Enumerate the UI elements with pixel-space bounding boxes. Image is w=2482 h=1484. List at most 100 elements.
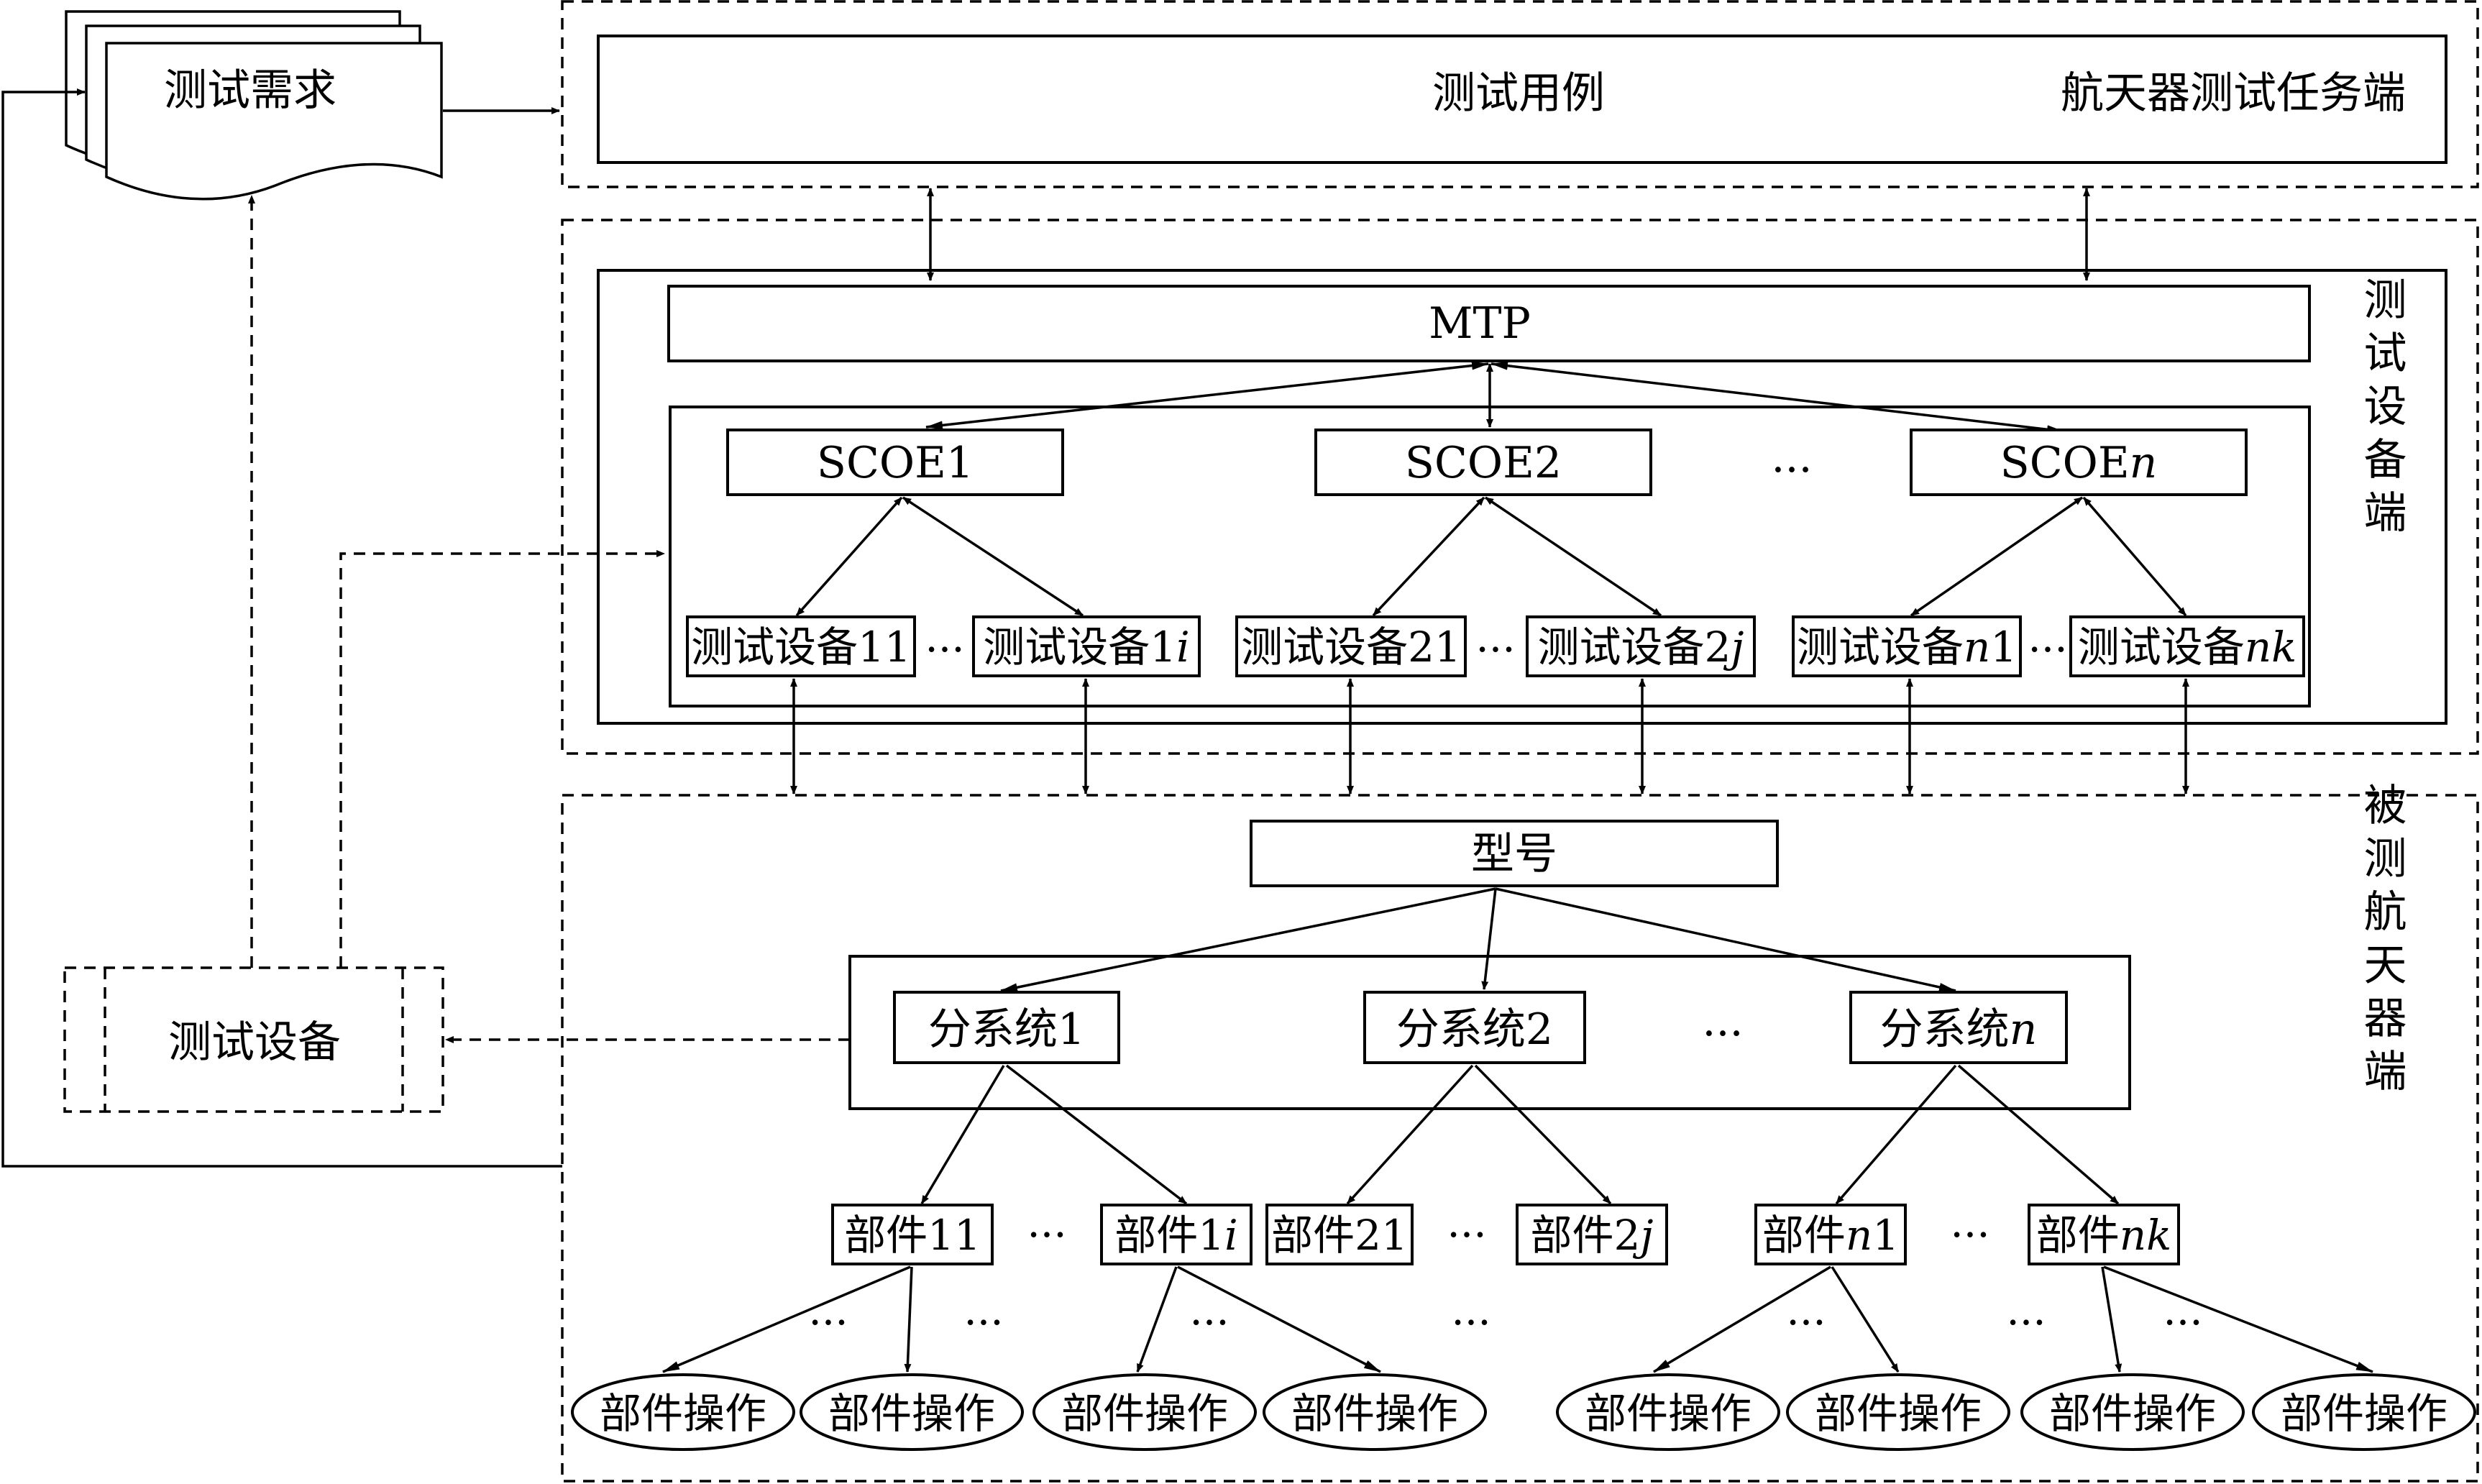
scoe1-device11-arrow <box>795 496 903 617</box>
subsystem-2: 分系统2 <box>1363 991 1586 1064</box>
model-subsys1-arrow <box>1000 887 1496 992</box>
svg-text:测试设备n1: 测试设备n1 <box>1797 623 2017 672</box>
svg-text:部件操作: 部件操作 <box>1815 1389 1982 1438</box>
device-2j: 测试设备2j <box>1526 615 1756 677</box>
subsystem-ellipsis: ... <box>1702 996 1743 1046</box>
op-ellipsis-4: ... <box>1451 1286 1490 1334</box>
svg-text:测试设备11: 测试设备11 <box>691 623 911 672</box>
comp1i-op4-arrow <box>1177 1265 1381 1373</box>
svg-text:分系统2: 分系统2 <box>1396 1004 1553 1055</box>
equipment-zone-frame <box>561 219 2479 755</box>
compnk-op7-arrow <box>2101 1266 2122 1373</box>
operation-8: 部件操作 <box>2252 1373 2476 1451</box>
model-label: 型号 <box>1471 829 1557 879</box>
svg-text:测试设备nk: 测试设备nk <box>2078 623 2297 672</box>
test-equipment-label: 测试设备 <box>168 1017 341 1068</box>
scoen-devicenk-arrow <box>2082 496 2187 617</box>
scoen-devicen1-arrow <box>1910 496 2083 617</box>
device-21: 测试设备21 <box>1235 615 1467 677</box>
svg-text:部件操作: 部件操作 <box>600 1389 766 1438</box>
svg-text:部件nk: 部件nk <box>2036 1211 2172 1260</box>
device-ellipsis-3: ... <box>2028 613 2067 661</box>
operation-4: 部件操作 <box>1263 1373 1487 1451</box>
spacecraft-zone-frame <box>561 794 2479 1483</box>
mtp-label: MTP <box>1429 298 1531 349</box>
op-ellipsis-2: ... <box>963 1286 1003 1334</box>
device-ellipsis-1: ... <box>925 613 964 661</box>
svg-text:测试设备21: 测试设备21 <box>1241 623 1461 672</box>
test-equipment-box: 测试设备 <box>63 966 444 1113</box>
scoe2-device21-arrow <box>1372 496 1485 617</box>
svg-text:部件1i: 部件1i <box>1114 1211 1237 1260</box>
test-requirements-label: 测试需求 <box>164 65 336 116</box>
svg-text:分系统n: 分系统n <box>1880 1004 2038 1055</box>
task-zone-frame <box>561 0 2479 188</box>
test-requirements-document: 测试需求 <box>65 10 443 201</box>
svg-text:部件操作: 部件操作 <box>1061 1389 1228 1438</box>
scoe2-label: SCOE2 <box>1405 438 1562 488</box>
device-n1: 测试设备n1 <box>1792 615 2022 677</box>
model-subsysn-arrow <box>1495 887 1956 992</box>
svg-text:测试设备2j: 测试设备2j <box>1538 623 1744 672</box>
mtp-scoen-arrow <box>1490 361 2064 434</box>
svg-text:部件11: 部件11 <box>844 1211 981 1260</box>
op-ellipsis-5: ... <box>1786 1286 1826 1334</box>
svg-text:部件21: 部件21 <box>1271 1211 1408 1260</box>
mtp-box <box>667 285 2311 362</box>
component-11: 部件11 <box>831 1204 994 1265</box>
sub2-comp21-arrow <box>1346 1064 1474 1205</box>
task-zone-label: 航天器测试任务端 <box>2061 68 2406 119</box>
svg-text:部件2j: 部件2j <box>1531 1211 1654 1260</box>
test-cases-label: 测试用例 <box>1432 68 1605 119</box>
component-ellipsis-3: ... <box>1950 1198 1989 1247</box>
operation-3: 部件操作 <box>1032 1373 1257 1451</box>
scoen-label: SCOEn <box>2000 438 2158 488</box>
scoe1-label: SCOE1 <box>817 438 974 488</box>
component-21: 部件21 <box>1265 1204 1414 1265</box>
svg-text:部件n1: 部件n1 <box>1762 1211 1899 1260</box>
op-ellipsis-7: ... <box>2163 1286 2202 1334</box>
component-ellipsis-2: ... <box>1447 1198 1486 1247</box>
compnk-op8-arrow <box>2103 1265 2373 1373</box>
operation-5: 部件操作 <box>1556 1373 1780 1451</box>
operation-7: 部件操作 <box>2020 1373 2245 1451</box>
device-1i: 测试设备1i <box>972 615 1201 677</box>
scoe2-box <box>1314 429 1652 496</box>
svg-text:部件操作: 部件操作 <box>2049 1389 2216 1438</box>
operation-1: 部件操作 <box>571 1373 795 1451</box>
test-cases-box <box>597 35 2447 164</box>
svg-text:测试设备1i: 测试设备1i <box>983 623 1189 672</box>
svg-text:分系统1: 分系统1 <box>928 1004 1085 1055</box>
equipment-to-devices-arrow <box>339 550 665 968</box>
comp11-op1-arrow <box>662 1265 911 1373</box>
device-11: 测试设备11 <box>686 615 916 677</box>
sub1-comp1i-arrow <box>1005 1064 1188 1205</box>
sub1-comp11-arrow <box>920 1065 1005 1204</box>
subn-compnk-arrow <box>1957 1064 2120 1205</box>
component-n1: 部件n1 <box>1754 1204 1907 1265</box>
subsystem-group-box <box>848 955 2131 1110</box>
comp1i-op3-arrow <box>1136 1266 1178 1373</box>
component-nk: 部件nk <box>2028 1204 2180 1265</box>
sub2-comp2j-arrow <box>1474 1064 1612 1205</box>
scoe2-device2j-arrow <box>1485 496 1662 617</box>
scoe1-device1i-arrow <box>902 496 1084 617</box>
svg-text:部件操作: 部件操作 <box>1585 1389 1751 1438</box>
model-box <box>1250 820 1779 887</box>
spacecraft-zone-label: 被测航天器端 <box>2356 782 2407 1101</box>
equipment-outer-box <box>597 269 2447 725</box>
model-subsys2-arrow <box>1481 888 1497 990</box>
mtp-scoe1-arrow <box>925 361 1489 430</box>
operation-6: 部件操作 <box>1786 1373 2010 1451</box>
operation-2: 部件操作 <box>800 1373 1024 1451</box>
device-ellipsis-2: ... <box>1475 613 1515 661</box>
component-1i: 部件1i <box>1100 1204 1253 1265</box>
feedback-line <box>1 88 562 1168</box>
svg-text:部件操作: 部件操作 <box>1291 1389 1458 1438</box>
component-2j: 部件2j <box>1516 1204 1668 1265</box>
subsystem-n: 分系统n <box>1849 991 2068 1064</box>
comp11-op2-arrow <box>904 1266 913 1373</box>
op-ellipsis-1: ... <box>808 1286 848 1334</box>
component-ellipsis-1: ... <box>1027 1198 1066 1247</box>
